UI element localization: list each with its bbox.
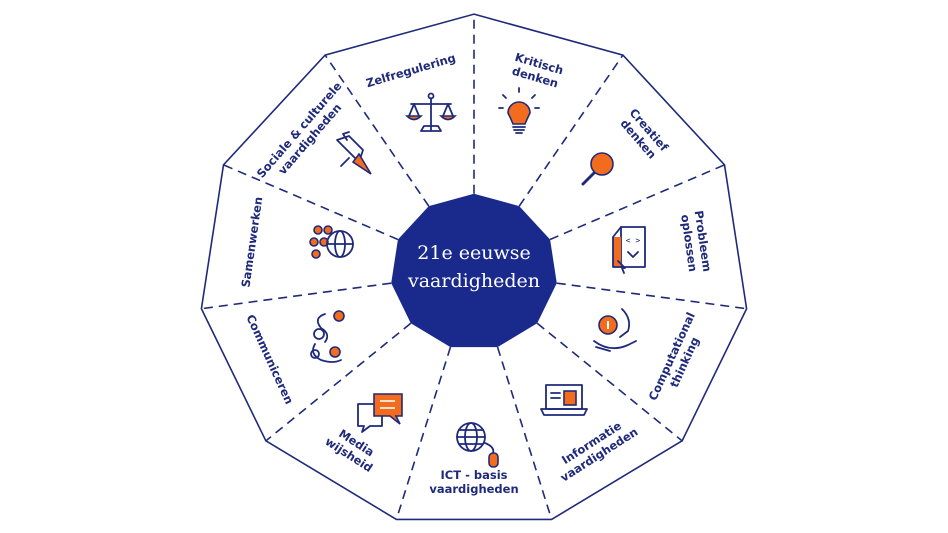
people-collaboration-icon <box>310 310 345 363</box>
center-title-line2: vaardigheden <box>407 270 540 292</box>
code-book-icon: < > <box>612 226 646 274</box>
segment-label-line: Communiceren <box>243 312 296 406</box>
segment-label: Creatiefdenken <box>616 106 672 164</box>
speech-bubbles-icon <box>357 393 403 433</box>
info-hands-icon <box>593 308 637 352</box>
segment-divider <box>265 322 412 442</box>
globe-mouse-icon <box>456 422 499 468</box>
segment-label: Samenwerken <box>238 196 265 288</box>
segment-label: Communiceren <box>243 312 296 406</box>
pushpin-icon <box>336 131 372 175</box>
segment-label: Sociale & culturelevaardigheden <box>254 79 355 190</box>
segment-label-line: Zelfregulering <box>364 51 457 91</box>
segment-divider <box>549 164 725 241</box>
segment-label: Kritischdenken <box>509 50 565 91</box>
segment-label: Probleemoplossen <box>678 210 715 275</box>
segment-label-line: ICT - basis <box>441 468 508 482</box>
segment-label-line: Samenwerken <box>238 196 265 288</box>
segment-divider <box>201 282 392 310</box>
segment-label: Computationalthinking <box>646 310 711 408</box>
segment-divider <box>324 54 430 207</box>
center-hendecagon <box>391 193 557 348</box>
segment-label: Zelfregulering <box>364 51 457 91</box>
segment-icons: < > <box>309 87 646 468</box>
segment-divider <box>395 346 452 520</box>
scales-icon <box>405 92 457 132</box>
lightbulb-icon <box>498 87 540 134</box>
segment-label: Mediawijsheid <box>323 422 383 474</box>
center-title-line1: 21e eeuwse <box>417 242 530 264</box>
segment-label-line: vaardigheden <box>429 482 518 496</box>
segment-divider <box>223 164 399 241</box>
segment-divider <box>556 282 747 310</box>
segment-divider <box>536 322 683 442</box>
segment-dividers <box>201 14 747 520</box>
svg-text:< >: < > <box>626 236 641 245</box>
segment-divider <box>518 54 624 207</box>
segment-label-line: Sociale & culturele <box>254 79 345 181</box>
laptop-icon <box>540 384 588 416</box>
people-globe-icon <box>309 225 354 259</box>
segment-divider <box>496 346 553 520</box>
outer-hendecagon <box>200 13 748 521</box>
magnifier-icon <box>581 152 614 186</box>
